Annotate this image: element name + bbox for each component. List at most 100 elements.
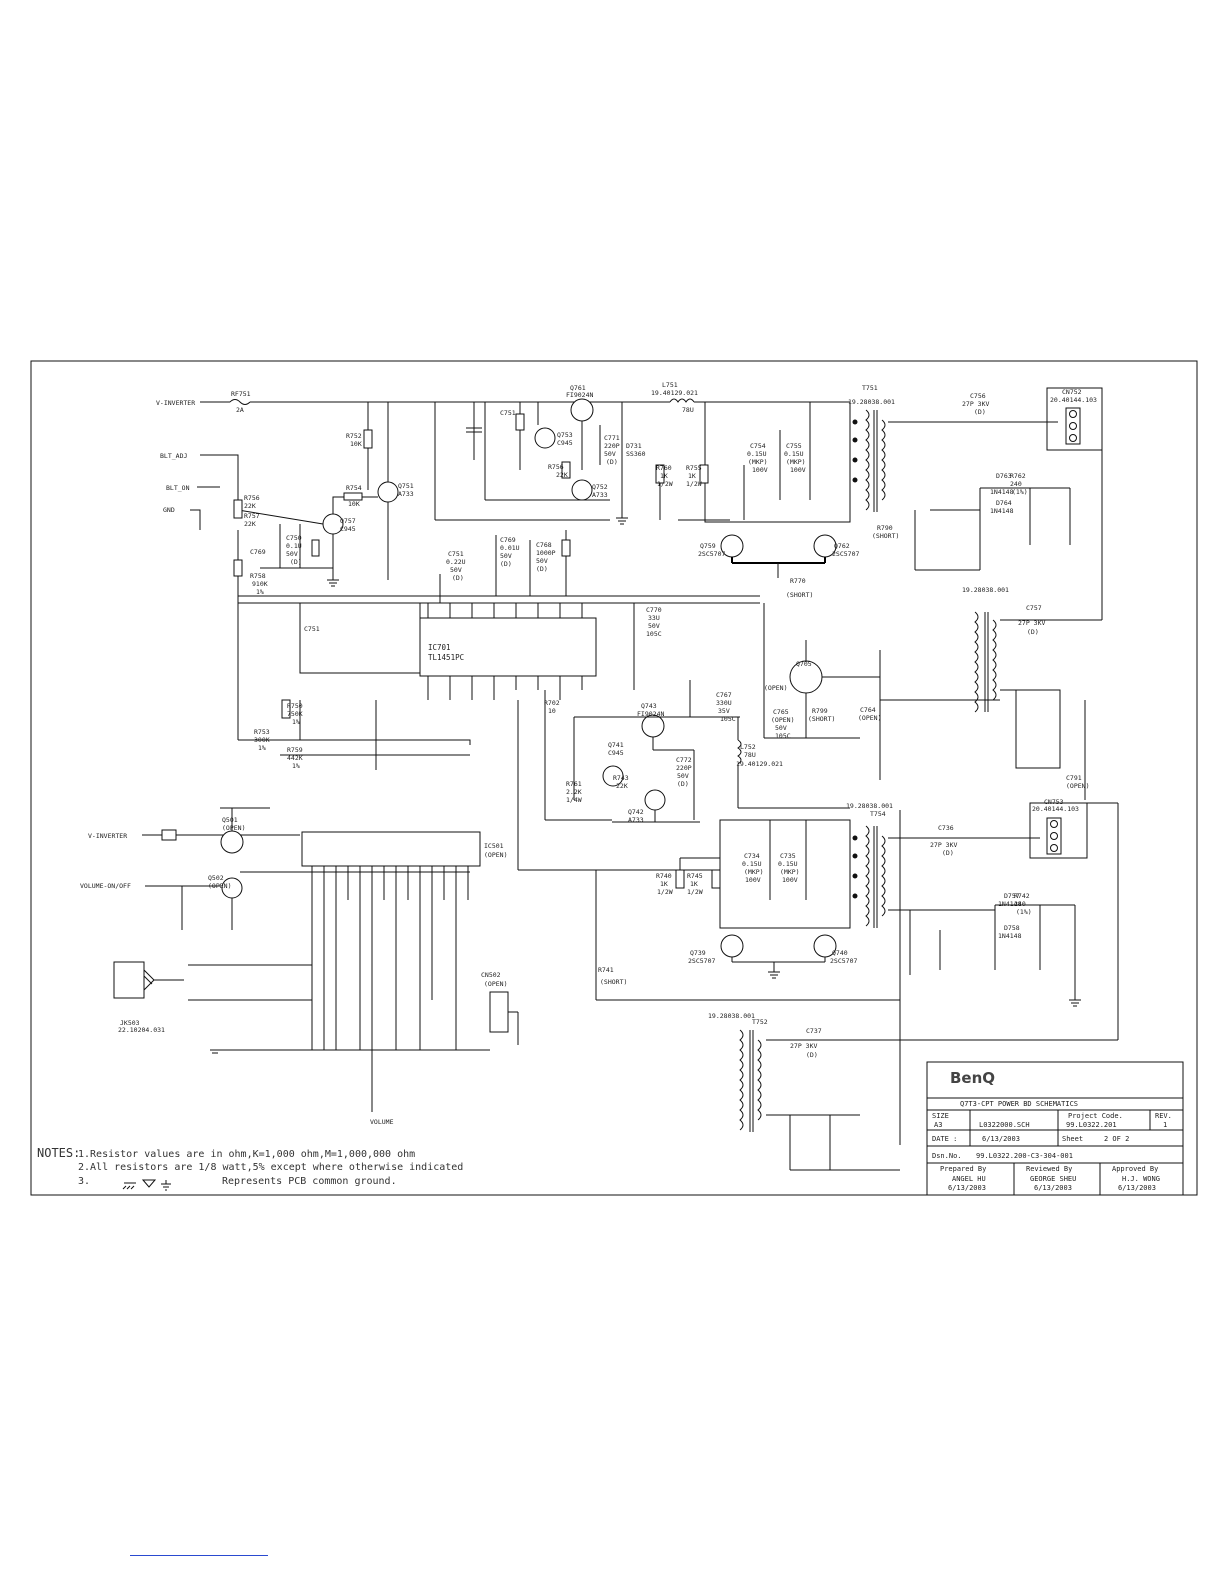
svg-text:D763: D763 (996, 472, 1012, 480)
svg-text:33U: 33U (648, 614, 660, 622)
file-name: L0322000.SCH (979, 1121, 1030, 1129)
ground-symbols-icon (122, 1179, 171, 1191)
svg-text:105C: 105C (646, 630, 662, 638)
svg-text:(D): (D) (974, 408, 986, 416)
ic701-top-components: C769 0.01U 50V (D) C768 1000P 50V (D) (434, 402, 610, 596)
svg-text:19.28038.001: 19.28038.001 (846, 802, 893, 810)
svg-text:0.22U: 0.22U (446, 558, 466, 566)
svg-text:(OPEN): (OPEN) (858, 714, 881, 722)
svg-text:C751: C751 (500, 409, 516, 417)
cn753-block: CN753 20.40144.103 (1029, 798, 1119, 1040)
svg-text:D758: D758 (1004, 924, 1020, 932)
svg-text:(D): (D) (536, 565, 548, 573)
svg-text:L752: L752 (740, 743, 756, 751)
footer-link-underline[interactable] (130, 1555, 268, 1556)
svg-text:Sheet: Sheet (1062, 1135, 1083, 1143)
svg-text:C750: C750 (286, 534, 302, 542)
svg-text:D731: D731 (626, 442, 642, 450)
svg-text:R756: R756 (548, 463, 564, 471)
t752: 19.28038.001 T752 C737 27P 3KV (D) (708, 810, 1118, 1171)
svg-text:(MKP): (MKP) (780, 868, 800, 876)
q751-q757-block: R752 10K Q751 A733 Q757 C945 R754 10K R7… (233, 402, 414, 587)
svg-text:FI9024N: FI9024N (637, 710, 664, 718)
l751-part: 19.40129.021 (651, 389, 698, 397)
svg-text:240: 240 (1010, 480, 1022, 488)
svg-text:1/2W: 1/2W (686, 480, 702, 488)
svg-text:C945: C945 (557, 439, 573, 447)
svg-text:27P 3KV: 27P 3KV (930, 841, 957, 849)
t751-bridge: R760 1K 1/2W R755 1K 1/2W C754 0.15U (MK… (655, 401, 859, 599)
svg-text:22K: 22K (244, 520, 256, 528)
svg-text:10K: 10K (348, 500, 360, 508)
svg-text:100V: 100V (745, 876, 761, 884)
svg-text:Q739: Q739 (690, 949, 706, 957)
svg-text:CN752: CN752 (1062, 388, 1082, 396)
svg-text:(SHORT): (SHORT) (872, 532, 899, 540)
svg-text:C764: C764 (860, 706, 876, 714)
ic701-body (419, 617, 597, 677)
svg-text:Q742: Q742 (628, 808, 644, 816)
l751-coil (669, 398, 695, 403)
jk503-body (113, 961, 145, 999)
svg-text:SS360: SS360 (626, 450, 646, 458)
svg-text:(1%): (1%) (1016, 908, 1032, 916)
title-line: Q7T3-CPT POWER BD SCHEMATICS (960, 1100, 1078, 1108)
svg-text:220P: 220P (676, 764, 692, 772)
feedback-divider: C769 R758 910K 1% R750 750K 1% R753 300K… (233, 530, 760, 770)
svg-text:R740: R740 (656, 872, 672, 880)
svg-text:(MKP): (MKP) (786, 458, 806, 466)
svg-text:Q759: Q759 (700, 542, 716, 550)
svg-text:50V: 50V (536, 557, 548, 565)
svg-text:20.40144.103: 20.40144.103 (1050, 396, 1097, 404)
svg-text:H.J. WONG: H.J. WONG (1122, 1175, 1160, 1183)
svg-text:VOLUME-ON/OFF: VOLUME-ON/OFF (80, 882, 131, 890)
svg-text:A733: A733 (628, 816, 644, 824)
svg-text:1/2W: 1/2W (657, 480, 673, 488)
q761-block: Q761 FI9024N Q753 C945 C751 Q752 A733 R7… (466, 384, 646, 525)
svg-text:1%: 1% (256, 588, 264, 596)
svg-text:Q743: Q743 (641, 702, 657, 710)
svg-text:1K: 1K (660, 880, 668, 888)
svg-text:(D): (D) (606, 458, 618, 466)
svg-text:6/13/2003: 6/13/2003 (948, 1184, 986, 1192)
svg-text:C767: C767 (716, 691, 732, 699)
svg-text:1N4148: 1N4148 (998, 932, 1022, 940)
svg-text:R758: R758 (250, 572, 266, 580)
svg-text:20.40144.103: 20.40144.103 (1032, 805, 1079, 813)
svg-text:22.10204.031: 22.10204.031 (118, 1026, 165, 1034)
cn752-outline (1046, 387, 1103, 451)
svg-text:R761: R761 (566, 780, 582, 788)
svg-text:TL1451PC: TL1451PC (428, 653, 464, 662)
l752-coil (737, 739, 742, 765)
svg-text:19.40129.021: 19.40129.021 (736, 760, 783, 768)
svg-text:(OPEN): (OPEN) (771, 716, 794, 724)
svg-text:R790: R790 (877, 524, 893, 532)
svg-text:REV.: REV. (1155, 1112, 1172, 1120)
svg-text:Q761: Q761 (570, 384, 586, 392)
svg-text:R755: R755 (686, 464, 702, 472)
q741-symbol (602, 765, 624, 787)
svg-text:1: 1 (1163, 1121, 1167, 1129)
ic701: IC701 TL1451PC C751 C751 0.22U 50V (D) (299, 550, 597, 700)
svg-text:50V: 50V (450, 566, 462, 574)
svg-text:910K: 910K (252, 580, 268, 588)
svg-text:1/4W: 1/4W (566, 796, 582, 804)
svg-text:C735: C735 (780, 852, 796, 860)
svg-text:22K: 22K (616, 782, 628, 790)
q753-symbol (534, 427, 556, 449)
upper-feedback-diodes: R762 240 (1%) D763 1N4148 D764 1N4148 R7… (872, 472, 1071, 571)
svg-text:Q751: Q751 (398, 482, 414, 490)
svg-text:1N4148: 1N4148 (990, 488, 1014, 496)
svg-text:IC501: IC501 (484, 842, 504, 850)
svg-text:35V: 35V (718, 707, 730, 715)
svg-text:C765: C765 (773, 708, 789, 716)
svg-text:R770: R770 (790, 577, 806, 585)
l751-ref: L751 (662, 381, 678, 389)
svg-text:330U: 330U (716, 699, 732, 707)
svg-text:Reviewed By: Reviewed By (1026, 1165, 1072, 1173)
svg-text:T752: T752 (752, 1018, 768, 1026)
q739-symbol (720, 934, 744, 958)
svg-text:Q502: Q502 (208, 874, 224, 882)
svg-text:1/2W: 1/2W (657, 888, 673, 896)
benq-logo: BenQ (950, 1069, 995, 1087)
